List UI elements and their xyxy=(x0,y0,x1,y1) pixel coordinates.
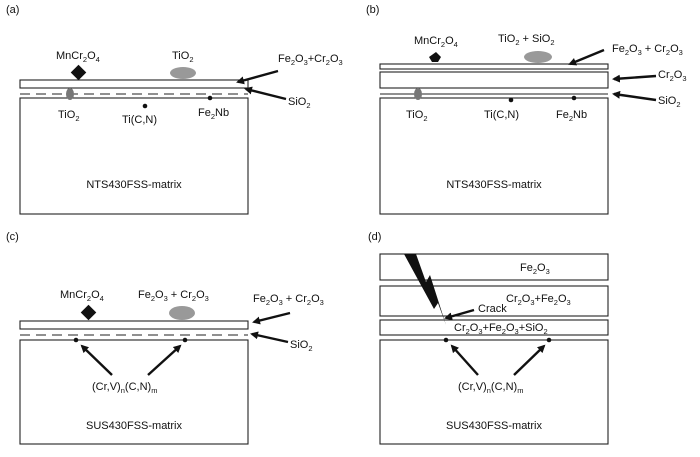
panel-b-outer-scale xyxy=(379,63,609,70)
panel-c-particle-label: Fe2O3 + Cr2O3 xyxy=(138,289,209,303)
panel-b-cr2o3-arrow xyxy=(612,74,657,83)
panel-d-carbide-arrow-left xyxy=(450,344,479,376)
panel-d-carbide-dot-left xyxy=(443,337,449,343)
panel-b-fe2o3-cr2o3-label: Fe2O3 + Cr2O3 xyxy=(612,43,683,57)
panel-b-mncr2o4-particle xyxy=(429,52,441,62)
panel-a-inner-tio2-particle xyxy=(66,88,74,100)
panel-b-matrix xyxy=(379,97,609,215)
panel-c-tag: (c) xyxy=(6,231,19,243)
panel-d-mixed-oxide-layer xyxy=(379,319,609,336)
panel-a-matrix-label: NTS430FSS-matrix xyxy=(86,179,182,191)
panel-c: (c) SUS430FSS-matrix MnCr2O4 Fe2O3 + Cr2… xyxy=(6,231,324,445)
panel-d-carbide-dot-right xyxy=(546,337,552,343)
panel-d-matrix-label: SUS430FSS-matrix xyxy=(446,420,542,432)
panel-d-cr2o3-fe2o3-label: Cr2O3+Fe2O3 xyxy=(506,293,571,307)
panel-b-sio2-label: SiO2 xyxy=(658,95,681,109)
panel-b-fe2nb-label: Fe2Nb xyxy=(556,109,587,123)
panel-a-sio2-label: SiO2 xyxy=(288,96,311,110)
panel-c-inner-arrow xyxy=(250,331,289,344)
panel-b: (b) NTS430FSS-matrix MnCr2O4 TiO2 + SiO2… xyxy=(366,4,687,215)
panel-a-mncr2o4-particle xyxy=(70,64,87,81)
panel-a-outer-arrow xyxy=(236,69,279,85)
panel-d-matrix xyxy=(379,339,609,445)
panel-c-matrix-label: SUS430FSS-matrix xyxy=(86,420,182,432)
panel-c-carbide-dot-left xyxy=(73,337,79,343)
panel-d-carbide-label: (Cr,V)n(C,N)m xyxy=(458,381,523,395)
panel-a-tio2-particle xyxy=(170,67,196,79)
panel-d-mixed-oxide-label: Cr2O3+Fe2O3+SiO2 xyxy=(454,322,548,336)
panel-d-cr2o3-fe2o3-layer xyxy=(379,285,609,317)
panel-a-fe2o3-cr2o3-label: Fe2O3+Cr2O3 xyxy=(278,53,343,67)
panel-b-ticn-label: Ti(C,N) xyxy=(484,109,519,121)
panel-c-outer-arrow xyxy=(252,311,291,325)
panel-c-carbide-arrow-right xyxy=(147,344,182,376)
panel-c-carbide-arrow-left xyxy=(80,344,113,376)
panel-a-matrix xyxy=(19,97,249,215)
panel-c-sio2-label: SiO2 xyxy=(290,339,313,353)
panel-b-tag: (b) xyxy=(366,4,379,16)
panel-c-mncr2o4-label: MnCr2O4 xyxy=(60,289,104,303)
panel-b-tio2-sio2-label: TiO2 + SiO2 xyxy=(498,33,555,47)
panel-d-carbide-arrow-right xyxy=(513,344,546,376)
panel-b-mncr2o4-label: MnCr2O4 xyxy=(414,35,458,49)
panel-b-matrix-label: NTS430FSS-matrix xyxy=(446,179,542,191)
panel-b-cr2o3-label: Cr2O3 xyxy=(658,69,687,83)
panel-a-mncr2o4-label: MnCr2O4 xyxy=(56,50,100,64)
panel-b-tio2-sio2-particle xyxy=(524,51,552,63)
panel-c-carbide-dot-right xyxy=(182,337,188,343)
panel-d-crack-label: Crack xyxy=(478,303,507,315)
panel-a-inner-tio2-label: TiO2 xyxy=(58,109,79,123)
panel-b-cr2o3-layer xyxy=(379,71,609,89)
panel-a-inner-arrow xyxy=(244,86,287,101)
panel-c-mncr2o4-particle xyxy=(80,304,97,321)
panel-b-inner-tio2-particle xyxy=(414,88,422,100)
panel-a: (a) NTS430FSS-matrix MnCr2O4 TiO2 Fe2O3+… xyxy=(6,4,343,215)
panel-c-fe2o3-cr2o3-particle xyxy=(169,306,195,320)
panel-a-fe2nb-dot xyxy=(207,95,213,101)
panel-b-fe2nb-dot xyxy=(571,95,577,101)
panel-d-tag: (d) xyxy=(368,231,381,243)
panel-c-fe2o3-cr2o3-label: Fe2O3 + Cr2O3 xyxy=(253,293,324,307)
panel-d-crack-shape xyxy=(404,254,446,325)
panel-b-sio2-arrow xyxy=(612,90,657,102)
panel-a-tio2-label: TiO2 xyxy=(172,50,193,64)
panel-b-inner-tio2-label: TiO2 xyxy=(406,109,427,123)
panel-d-fe2o3-label: Fe2O3 xyxy=(520,262,550,276)
panel-c-carbide-label: (Cr,V)n(C,N)m xyxy=(92,381,157,395)
panel-a-fe2nb-label: Fe2Nb xyxy=(198,107,229,121)
panel-a-oxide-scale xyxy=(19,79,249,89)
panel-d-fe2o3-layer xyxy=(379,253,609,281)
panel-d: (d) SUS430FSS-matrix Fe2O3 Cr2O3+Fe2O3 C… xyxy=(368,231,609,445)
panel-b-ticn-dot xyxy=(508,97,514,103)
panel-b-outer-arrow xyxy=(568,48,605,66)
panel-a-tag: (a) xyxy=(6,4,19,16)
panel-c-matrix xyxy=(19,339,249,445)
panel-a-ticn-dot xyxy=(142,103,148,109)
panel-d-crack-arrow xyxy=(444,308,475,321)
panel-a-ticn-label: Ti(C,N) xyxy=(122,114,157,126)
panel-c-oxide-scale xyxy=(19,320,249,330)
